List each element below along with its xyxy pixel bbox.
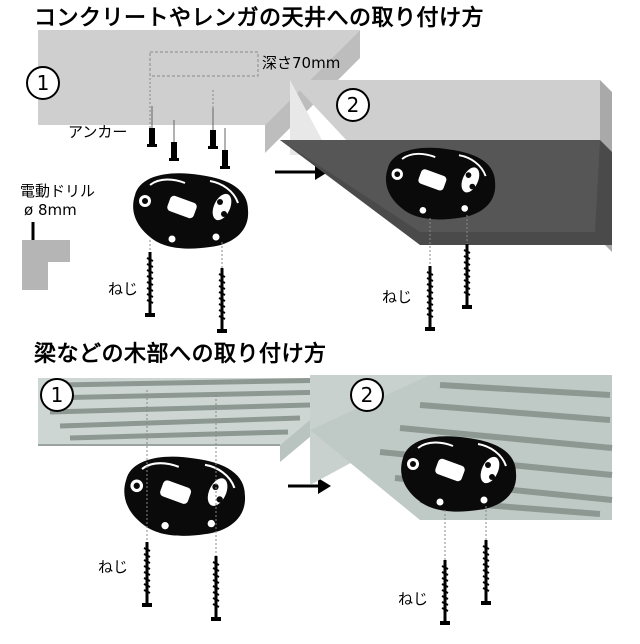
ceiling-slab-step2-front (290, 80, 330, 155)
screw-label-right: ねじ (382, 288, 413, 306)
heading-concrete: コンクリートやレンガの天井への取り付け方 (34, 6, 485, 31)
step-2-marker: 2 (336, 88, 370, 122)
mount-bracket-icon (400, 435, 518, 513)
screw-icon (143, 250, 157, 319)
anchor-label: アンカー (68, 123, 128, 141)
anchor-icon (146, 78, 231, 170)
heading-wood: 梁などの木部への取り付け方 (34, 342, 327, 367)
arrow-right-icon (288, 478, 331, 494)
mount-bracket-icon (132, 172, 250, 250)
screw-label-left: ねじ (98, 558, 129, 576)
depth-indicator (149, 51, 259, 77)
mount-bracket-icon (123, 455, 247, 537)
drill-label: 電動ドリル (20, 182, 96, 200)
step-1-marker: 1 (26, 66, 60, 100)
screw-icon (479, 538, 493, 607)
mount-bracket-icon (385, 146, 497, 221)
screw-icon (140, 540, 154, 609)
screw-icon (209, 554, 223, 623)
wood-grain (44, 377, 341, 441)
step-1-marker: 1 (40, 378, 74, 412)
screw-icon (460, 242, 474, 311)
ceiling-slab-step1-top (38, 30, 360, 125)
screw-icon (423, 264, 437, 333)
screw-label-right: ねじ (398, 590, 429, 608)
screw-icon (215, 266, 229, 335)
drill-icon (22, 222, 70, 290)
step-2-marker: 2 (350, 378, 384, 412)
screw-icon (438, 558, 452, 627)
depth-label: 深さ70mm (262, 54, 341, 72)
drill-size-label: ø 8mm (24, 201, 77, 219)
screw-label-left: ねじ (108, 280, 139, 298)
